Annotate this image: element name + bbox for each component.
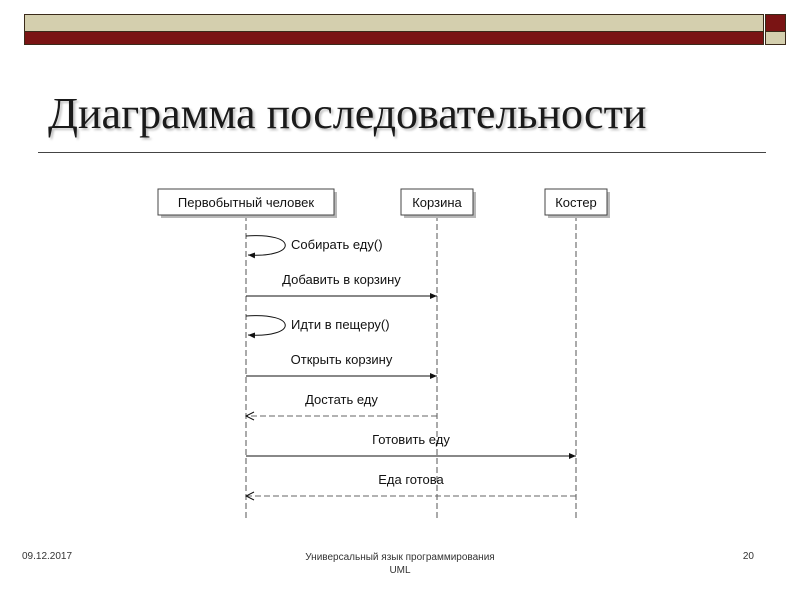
- footer-page-number: 20: [742, 551, 754, 562]
- lifeline-box-basket: [400, 188, 474, 216]
- message-label-4: Достать еду: [305, 392, 378, 407]
- footer-course-line1: Универсальный язык программирования: [305, 552, 495, 563]
- self-message-2: [245, 315, 286, 339]
- footer-date: 09.12.2017: [22, 551, 73, 562]
- message-label-0: Собирать еду(): [291, 237, 383, 252]
- footer-course-name: Универсальный язык программирования UML: [250, 551, 550, 577]
- self-message-0: [245, 235, 286, 259]
- slide-title: Диаграмма последовательности: [48, 89, 647, 138]
- message-label-6: Еда готова: [378, 472, 444, 487]
- title-underline: [38, 152, 766, 153]
- message-label-1: Добавить в корзину: [282, 272, 401, 287]
- message-label-3: Открыть корзину: [291, 352, 393, 367]
- header-square-light: [765, 32, 786, 45]
- footer-course-line2: UML: [389, 565, 411, 576]
- lifeline-box-man: [157, 188, 335, 216]
- header-bar-light: [24, 14, 764, 32]
- header-square-dark: [765, 14, 786, 32]
- lifeline-label-fire: Костер: [555, 195, 597, 210]
- header-decoration-bar: [24, 14, 786, 45]
- message-label-5: Готовить еду: [372, 432, 450, 447]
- lifeline-box-fire: [544, 188, 608, 216]
- header-bar-dark: [24, 32, 764, 45]
- lifeline-label-basket: Корзина: [412, 195, 462, 210]
- lifeline-label-man: Первобытный человек: [178, 195, 314, 210]
- message-label-2: Идти в пещеру(): [291, 317, 390, 332]
